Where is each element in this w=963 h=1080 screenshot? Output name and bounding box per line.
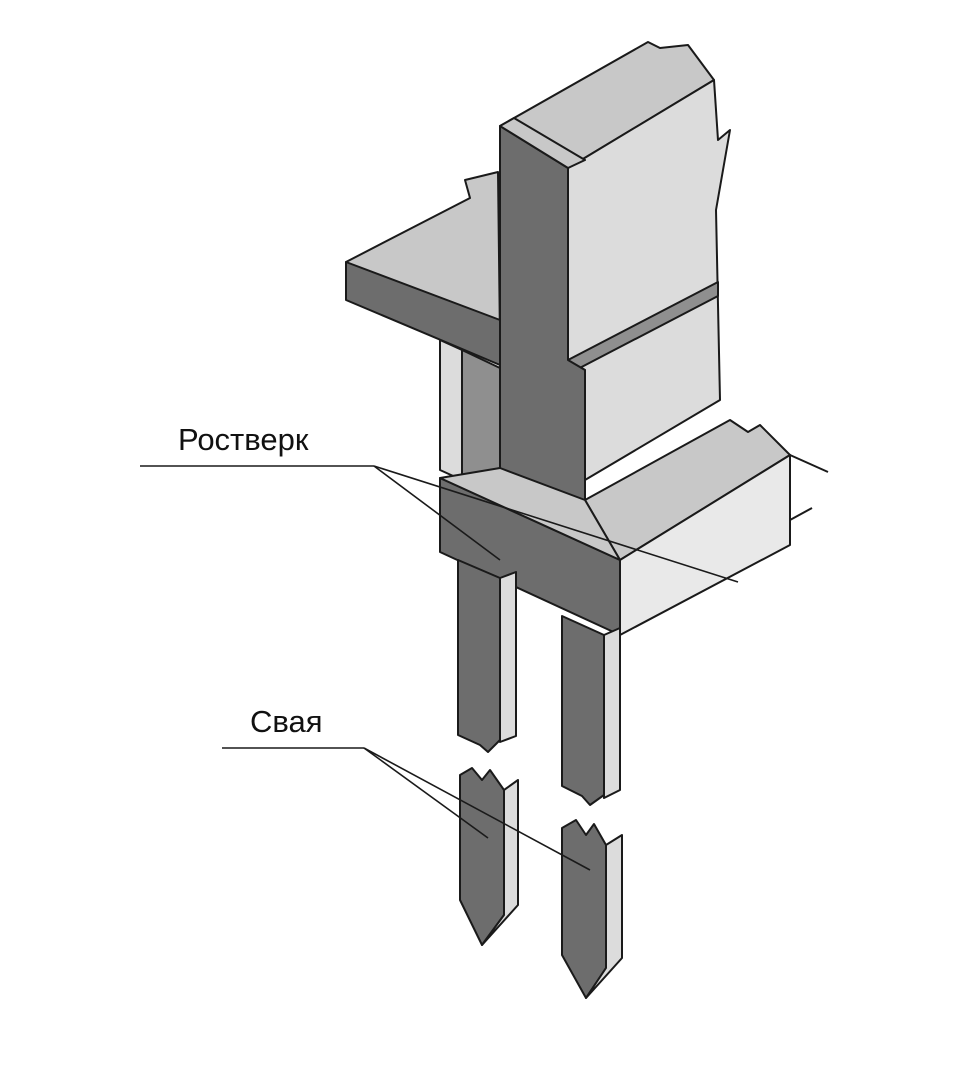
upper-slab (345, 171, 501, 366)
pile-leader (222, 747, 591, 871)
grillage-leader (140, 465, 739, 583)
pile-tip-right-front (561, 819, 607, 999)
pile-upper-left-front (457, 559, 501, 753)
back-column-side (461, 349, 501, 483)
pile-label: Свая (250, 704, 323, 739)
pile-tip-right-side (585, 834, 623, 999)
beam-extension-line-1 (789, 454, 829, 473)
pile-upper-right (561, 615, 621, 806)
pile-tip-left-side (481, 779, 519, 946)
pile-upper-right-side (603, 627, 621, 799)
beam-extension-line-2 (789, 507, 813, 521)
back-wall (499, 41, 731, 481)
grillage-beam (439, 467, 621, 636)
pile-tip-left (459, 767, 519, 946)
main-column (499, 117, 586, 566)
pile-upper-left-side (499, 571, 517, 743)
pile-upper-right-front (561, 615, 605, 806)
back-column (439, 339, 501, 483)
pile-tip-left-front (459, 767, 505, 946)
grillage-top (439, 467, 621, 561)
back-column-front (439, 339, 463, 481)
pile-tip-right (561, 819, 623, 999)
pile-upper-left (457, 559, 517, 753)
main-column-top (499, 117, 586, 169)
grillage-label: Ростверк (178, 422, 309, 457)
